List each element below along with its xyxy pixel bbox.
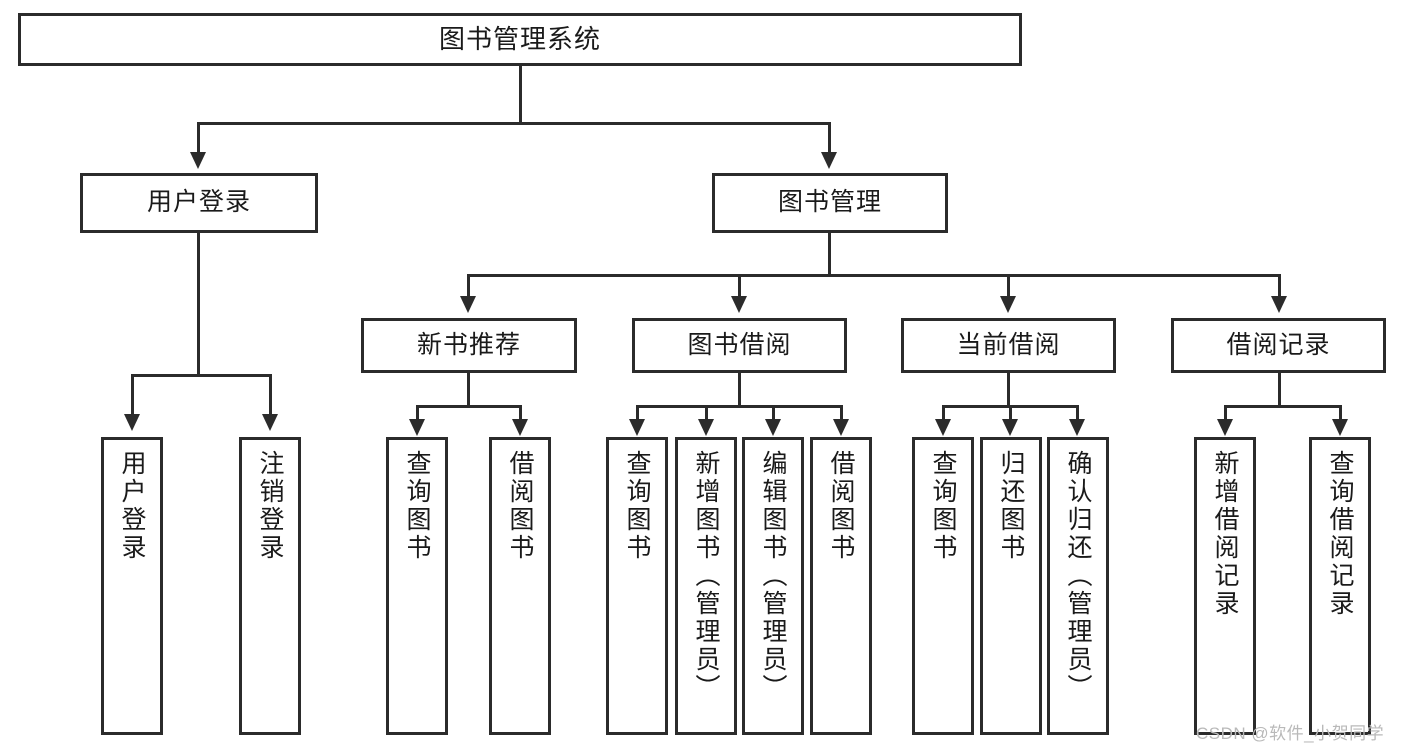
connector-nbr-drop-2 — [519, 405, 522, 421]
connector-cb-stem — [1007, 373, 1010, 405]
leaf-current-borrow-return-book[interactable]: 归还图书 — [980, 437, 1042, 735]
leaf-user-login-login[interactable]: 用户登录 — [101, 437, 163, 735]
leaf-new-book-recommend-borrow-book[interactable]: 借阅图书 — [489, 437, 551, 735]
node-label: 当前借阅 — [956, 330, 1061, 359]
connector-br-bus — [1224, 405, 1342, 408]
connector-bb-drop-3 — [772, 405, 775, 421]
arrow-icon-leaf-bb-3 — [765, 419, 781, 436]
arrow-icon-to-current-borrow — [1000, 296, 1016, 313]
node-label: 确认归还（管理员） — [1064, 450, 1092, 702]
arrow-icon-to-new-book-recommend — [460, 296, 476, 313]
arrow-icon-leaf-br-1 — [1217, 419, 1233, 436]
node-label: 借阅图书 — [827, 450, 855, 562]
connector-bm-drop-3 — [1007, 274, 1010, 298]
arrow-icon-leaf-user-login-2 — [262, 414, 278, 431]
connector-root-drop-1 — [197, 122, 200, 154]
connector-br-stem — [1278, 373, 1281, 405]
arrow-icon-leaf-br-2 — [1332, 419, 1348, 436]
leaf-book-borrow-edit-book-admin[interactable]: 编辑图书（管理员） — [742, 437, 804, 735]
connector-user-login-stem — [197, 233, 200, 374]
connector-cb-drop-1 — [942, 405, 945, 421]
connector-bb-drop-2 — [705, 405, 708, 421]
node-borrow-record[interactable]: 借阅记录 — [1171, 318, 1386, 373]
node-label: 新增借阅记录 — [1211, 450, 1239, 618]
leaf-borrow-record-query-record[interactable]: 查询借阅记录 — [1309, 437, 1371, 735]
node-label: 查询图书 — [403, 450, 431, 562]
leaf-book-borrow-add-book-admin[interactable]: 新增图书（管理员） — [675, 437, 737, 735]
leaf-current-borrow-confirm-return-admin[interactable]: 确认归还（管理员） — [1047, 437, 1109, 735]
leaf-new-book-recommend-query-book[interactable]: 查询图书 — [386, 437, 448, 735]
arrow-icon-leaf-bb-1 — [629, 419, 645, 436]
arrow-icon-leaf-nbr-2 — [512, 419, 528, 436]
connector-user-login-bus — [131, 374, 272, 377]
connector-bb-stem — [738, 373, 741, 405]
connector-user-login-drop-2 — [269, 374, 272, 416]
leaf-book-borrow-borrow-book[interactable]: 借阅图书 — [810, 437, 872, 735]
connector-bm-drop-4 — [1278, 274, 1281, 298]
connector-root-bus — [197, 122, 831, 125]
node-current-borrow[interactable]: 当前借阅 — [901, 318, 1116, 373]
arrow-icon-to-borrow-record — [1271, 296, 1287, 313]
node-label: 图书管理 — [777, 188, 882, 217]
node-label: 新书推荐 — [416, 330, 521, 359]
connector-br-drop-1 — [1224, 405, 1227, 421]
node-label: 借阅图书 — [506, 450, 534, 562]
node-label: 编辑图书（管理员） — [759, 450, 787, 702]
node-label: 查询图书 — [623, 450, 651, 562]
node-label: 用户登录 — [146, 188, 251, 217]
arrow-icon-leaf-cb-1 — [935, 419, 951, 436]
arrow-icon-leaf-cb-3 — [1069, 419, 1085, 436]
watermark-text: CSDN @软件_小贺同学 — [1196, 724, 1385, 743]
node-label: 图书借阅 — [687, 330, 792, 359]
connector-nbr-drop-1 — [416, 405, 419, 421]
leaf-current-borrow-query-book[interactable]: 查询图书 — [912, 437, 974, 735]
node-user-login[interactable]: 用户登录 — [80, 173, 318, 233]
connector-bm-drop-2 — [738, 274, 741, 298]
connector-book-management-bus — [467, 274, 1281, 277]
arrow-icon-to-book-borrow — [731, 296, 747, 313]
node-book-management[interactable]: 图书管理 — [712, 173, 948, 233]
connector-bb-drop-4 — [840, 405, 843, 421]
node-label: 注销登录 — [256, 450, 284, 562]
arrow-icon-leaf-user-login-1 — [124, 414, 140, 431]
connector-user-login-drop-1 — [131, 374, 134, 416]
node-label: 用户登录 — [118, 450, 146, 562]
connector-cb-drop-2 — [1009, 405, 1012, 421]
connector-bb-drop-1 — [636, 405, 639, 421]
arrow-icon-leaf-bb-4 — [833, 419, 849, 436]
arrow-icon-to-user-login — [190, 152, 206, 169]
arrow-icon-leaf-bb-2 — [698, 419, 714, 436]
leaf-borrow-record-add-record[interactable]: 新增借阅记录 — [1194, 437, 1256, 735]
connector-nbr-bus — [416, 405, 522, 408]
connector-bb-bus — [636, 405, 843, 408]
connector-br-drop-2 — [1339, 405, 1342, 421]
node-label: 图书管理系统 — [438, 24, 601, 55]
connector-root-stem — [519, 66, 522, 122]
connector-book-management-stem — [828, 233, 831, 274]
node-root-library-management-system[interactable]: 图书管理系统 — [18, 13, 1022, 66]
arrow-icon-leaf-nbr-1 — [409, 419, 425, 436]
node-label: 新增图书（管理员） — [692, 450, 720, 702]
node-label: 归还图书 — [997, 450, 1025, 562]
connector-cb-drop-3 — [1076, 405, 1079, 421]
node-new-book-recommend[interactable]: 新书推荐 — [361, 318, 577, 373]
arrow-icon-leaf-cb-2 — [1002, 419, 1018, 436]
leaf-book-borrow-query-book[interactable]: 查询图书 — [606, 437, 668, 735]
leaf-user-login-logout[interactable]: 注销登录 — [239, 437, 301, 735]
connector-root-drop-2 — [828, 122, 831, 154]
arrow-icon-to-book-management — [821, 152, 837, 169]
node-label: 借阅记录 — [1226, 330, 1331, 359]
node-label: 查询图书 — [929, 450, 957, 562]
connector-nbr-stem — [467, 373, 470, 405]
node-label: 查询借阅记录 — [1326, 450, 1354, 618]
node-book-borrow[interactable]: 图书借阅 — [632, 318, 847, 373]
connector-bm-drop-1 — [467, 274, 470, 298]
